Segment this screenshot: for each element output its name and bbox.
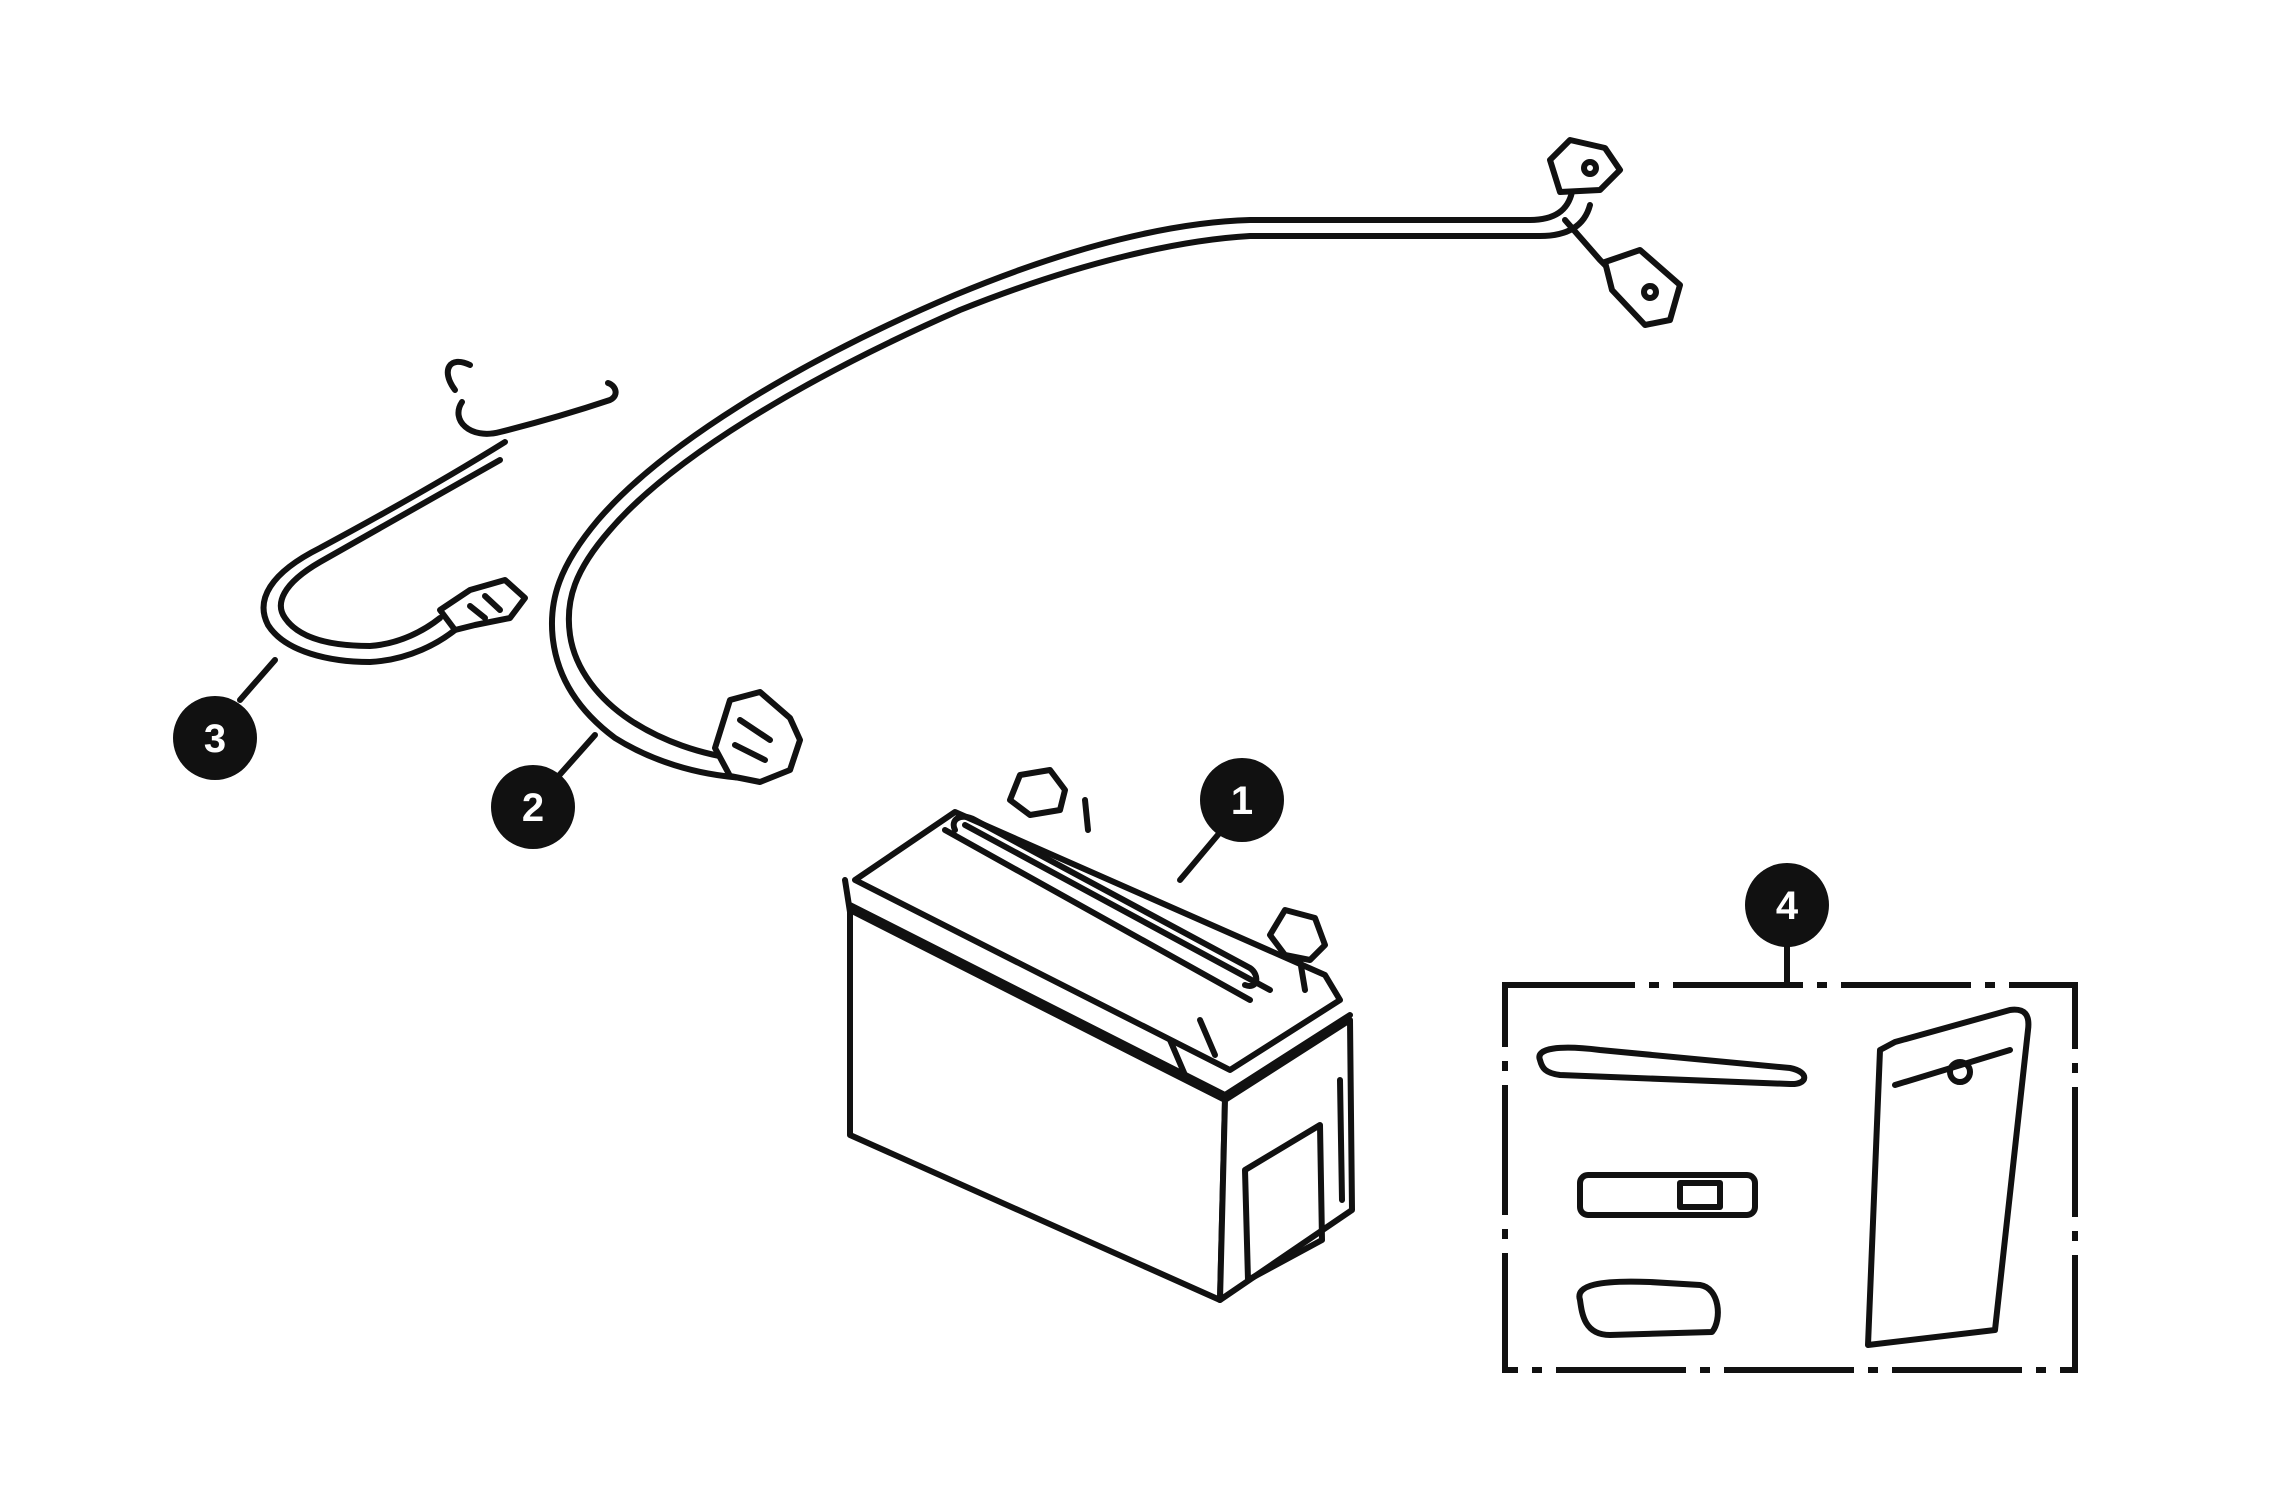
kit-pouch bbox=[1865, 1006, 2032, 1348]
kit-strip bbox=[1536, 1044, 1808, 1088]
accessory-kit bbox=[1502, 982, 2078, 1373]
kit-fuse bbox=[1577, 1172, 1758, 1218]
battery-cable-short bbox=[260, 358, 619, 665]
kit-pad bbox=[1576, 1278, 1721, 1338]
battery bbox=[842, 767, 1355, 1303]
svg-text:2: 2 bbox=[522, 786, 544, 830]
svg-text:4: 4 bbox=[1776, 884, 1799, 928]
callout-2-leader bbox=[552, 732, 598, 783]
callout-3: 3 bbox=[173, 696, 257, 780]
battery-cable-long bbox=[548, 137, 1683, 785]
callout-1: 1 bbox=[1200, 758, 1284, 842]
callout-2: 2 bbox=[491, 765, 575, 849]
callout-3-leader bbox=[237, 657, 278, 703]
callout-4: 4 bbox=[1745, 863, 1829, 947]
svg-text:1: 1 bbox=[1231, 779, 1253, 823]
callout-1-leader bbox=[1177, 827, 1225, 883]
svg-text:3: 3 bbox=[204, 717, 226, 761]
